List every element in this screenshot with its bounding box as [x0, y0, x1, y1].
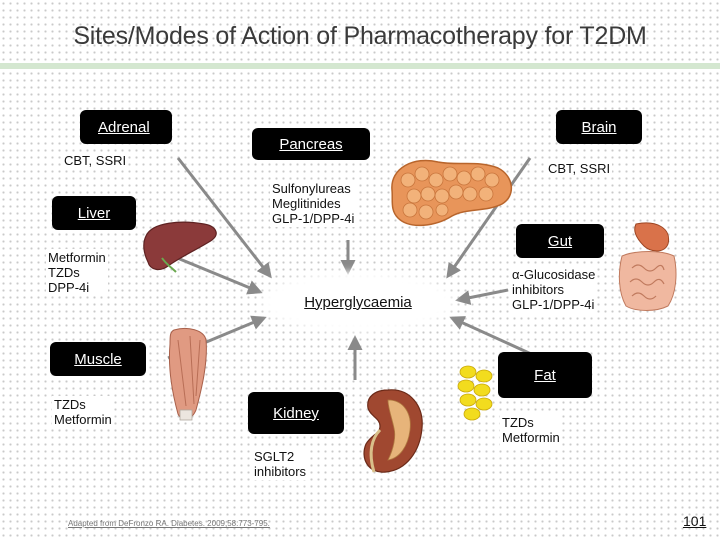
brain-box: Brain	[556, 110, 642, 144]
arrow-fat	[449, 316, 541, 360]
muscle-drug-2: Metformin	[54, 412, 112, 427]
kidney-icon	[363, 389, 423, 473]
gut-box: Gut	[516, 224, 604, 258]
gut-drug-3: GLP-1/DPP-4i	[512, 297, 595, 312]
fat-drug-2: Metformin	[502, 430, 560, 445]
brain-label: Brain	[581, 118, 617, 136]
liver-drug-3: DPP-4i	[48, 280, 90, 295]
kidney-label: Kidney	[273, 404, 319, 422]
fat-label: Fat	[534, 366, 556, 384]
muscle-label: Muscle	[74, 350, 122, 368]
gut-drug-2: inhibitors	[512, 282, 565, 297]
hyperglycaemia-label: Hyperglycaemia	[304, 293, 412, 311]
adrenal-drugs: CBT, SSRI	[62, 153, 129, 169]
liver-icon	[143, 221, 217, 273]
pancreas-drug-2: Meglitinides	[272, 196, 341, 211]
muscle-drugs: TZDs Metformin	[52, 396, 114, 428]
gut-icon	[618, 222, 677, 311]
arrow-adrenal	[176, 157, 272, 279]
arrow-gut	[455, 288, 509, 306]
kidney-box: Kidney	[248, 392, 344, 434]
liver-box: Liver	[52, 196, 136, 230]
kidney-drug-1: SGLT2	[254, 449, 295, 464]
adrenal-box: Adrenal	[80, 110, 172, 144]
fat-box: Fat	[498, 352, 592, 398]
fat-cells-icon	[457, 365, 493, 421]
page-title: Sites/Modes of Action of Pharmacotherapy…	[73, 22, 647, 50]
pancreas-drug-3: GLP-1/DPP-4i	[272, 211, 355, 226]
arrow-brain	[446, 157, 532, 279]
pancreas-drugs: Sulfonylureas Meglitinides GLP-1/DPP-4i	[270, 180, 357, 227]
muscle-box: Muscle	[50, 342, 146, 376]
page-number: 101	[683, 513, 707, 529]
muscle-drug-1: TZDs	[54, 397, 86, 412]
arrow-liver	[169, 253, 263, 295]
pancreas-label: Pancreas	[279, 135, 343, 153]
pancreas-box: Pancreas	[252, 128, 370, 160]
liver-drug-2: TZDs	[48, 265, 80, 280]
kidney-drug-2: inhibitors	[254, 464, 307, 479]
source-citation: Adapted from DeFronzo RA. Diabetes. 2009…	[68, 519, 270, 528]
brain-drugs: CBT, SSRI	[546, 161, 613, 177]
hyperglycaemia-node: Hyperglycaemia	[270, 280, 446, 324]
kidney-drugs: SGLT2 inhibitors	[252, 448, 309, 480]
liver-drugs: Metformin TZDs DPP-4i	[46, 249, 108, 296]
liver-label: Liver	[77, 204, 111, 222]
pancreas-icon	[391, 159, 512, 227]
pancreas-drug-1: Sulfonylureas	[272, 181, 351, 196]
title-divider	[0, 63, 720, 69]
liver-drug-1: Metformin	[48, 250, 106, 265]
gut-drugs: α-Glucosidase inhibitors GLP-1/DPP-4i	[510, 266, 598, 313]
adrenal-label: Adrenal	[98, 118, 150, 136]
gut-drug-1: α-Glucosidase	[512, 267, 596, 282]
muscle-icon	[169, 327, 207, 421]
gut-label: Gut	[547, 232, 573, 250]
fat-drug-1: TZDs	[502, 415, 534, 430]
fat-drugs: TZDs Metformin	[500, 414, 562, 446]
